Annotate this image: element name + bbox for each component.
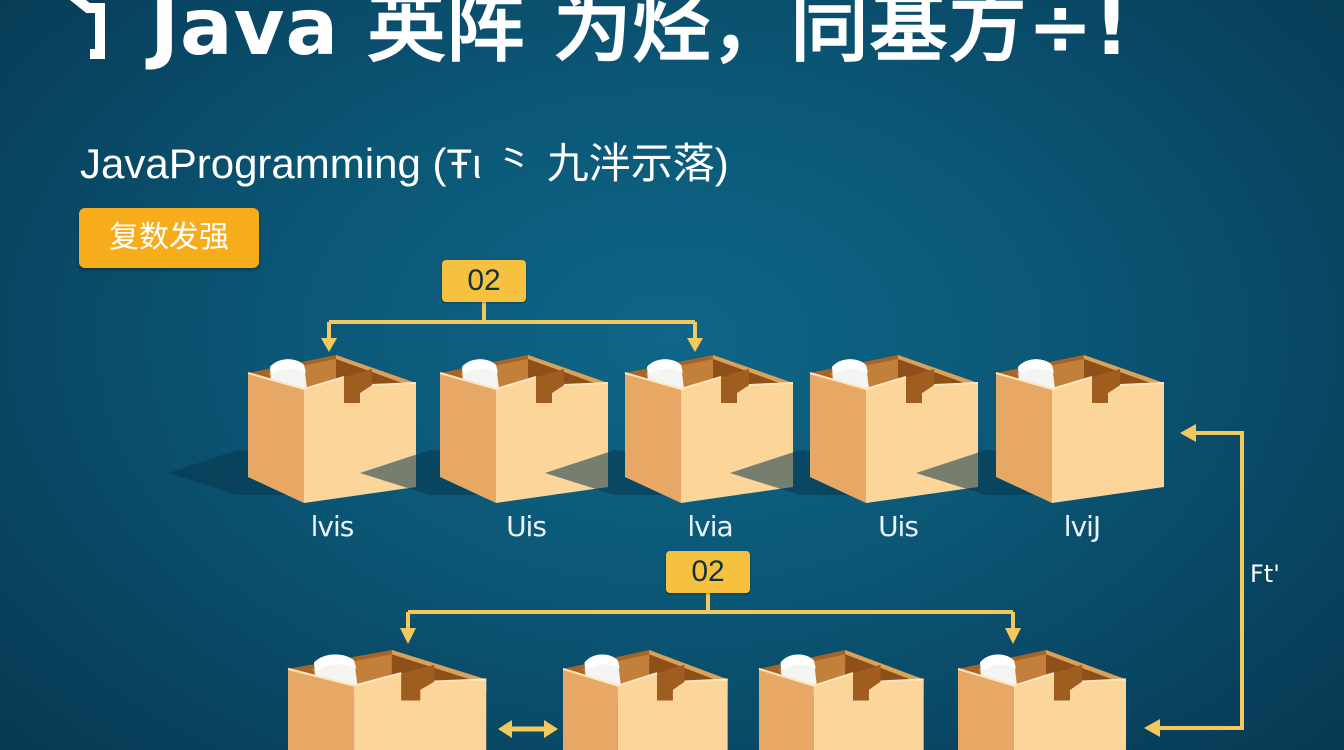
bottom-step-badge: 02 [666, 551, 750, 593]
arrow-left-icon [1144, 719, 1160, 737]
bracket-icon [69, 0, 105, 59]
box-label: Uis [506, 510, 547, 543]
side-connector [1158, 431, 1244, 730]
bottom-box-1 [192, 648, 488, 750]
top-step-badge: 02 [442, 260, 526, 302]
swap-arrow-icon [498, 720, 558, 738]
subtitle: JavaProgramming (Ŧι ⺀ 九泮示落) [80, 140, 729, 187]
bottom-connector-arrows [406, 592, 1015, 630]
arrow-down-icon [400, 628, 416, 644]
arrow-down-icon [321, 338, 337, 352]
arrow-down-icon [1005, 628, 1021, 644]
arrow-left-icon [1180, 424, 1196, 442]
top-box-1 [167, 354, 417, 504]
page-title: Java 英阵 为烃，同基方÷! [150, 0, 1131, 73]
category-tag: 复数发强 [79, 208, 259, 268]
bottom-box-2 [483, 648, 729, 750]
box-label: lvis [310, 510, 355, 543]
box-label: lviJ [1063, 510, 1101, 543]
box-label: Uis [878, 510, 919, 543]
side-connector-label: Ft' [1250, 560, 1280, 588]
top-connector-arrows [327, 300, 697, 340]
box-label: lvia [687, 510, 733, 543]
arrow-down-icon [687, 338, 703, 352]
